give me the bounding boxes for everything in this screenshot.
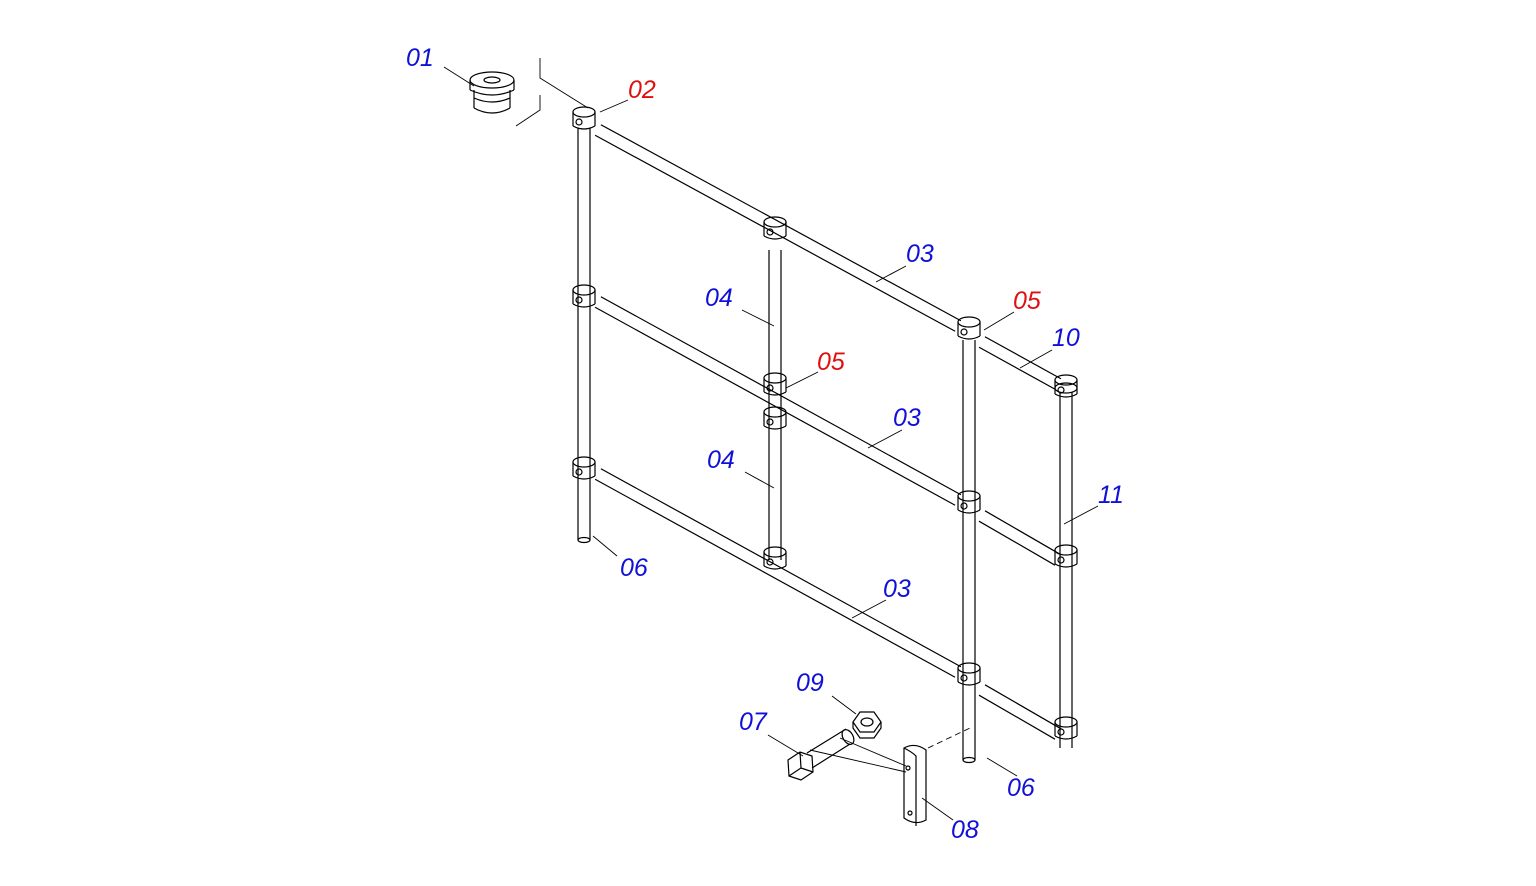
- clamp-middle-bottom-top: [763, 546, 787, 558]
- clamp-middle-lower-bolt: [766, 418, 774, 426]
- label-03-bottom: 03: [883, 575, 911, 603]
- label-10: 10: [1052, 324, 1080, 352]
- clamp-left-middle-body: [572, 290, 596, 304]
- clamp-end-bottom-body: [1054, 722, 1078, 736]
- clamp-right-top-body: [957, 322, 981, 336]
- label-11: 11: [1098, 481, 1124, 509]
- clamp-end-cap: [1054, 382, 1078, 394]
- bracket-part: [903, 744, 927, 826]
- clamp-middle-center-body: [763, 378, 787, 392]
- clamp-middle-top-bottom: [763, 235, 787, 240]
- clamp-left-bottom-body: [572, 462, 596, 476]
- rail-bottom: [594, 468, 962, 678]
- end-cap-part: [469, 71, 515, 114]
- assembly-guide: [809, 737, 907, 773]
- label-02: 02: [628, 76, 656, 104]
- clamp-middle-top-bolt: [766, 228, 774, 236]
- rail-top: [594, 124, 962, 332]
- clamp-end-middle-bolt: [1057, 556, 1065, 564]
- clamp-right-bottom-top: [957, 662, 981, 674]
- clamp-left-middle-bolt: [575, 296, 583, 304]
- label-03-top: 03: [906, 240, 934, 268]
- rail-bottom-return: [978, 684, 1062, 740]
- post-left-foot: [577, 536, 591, 544]
- clamp-right-top-bolt: [960, 328, 968, 336]
- post-middle: [768, 250, 782, 560]
- label-09: 09: [796, 669, 824, 697]
- break-line: [515, 58, 589, 127]
- post-left: [577, 128, 591, 540]
- clamp-middle-bottom-bolt: [766, 558, 774, 566]
- label-05-top: 05: [1013, 287, 1041, 315]
- clamp-right-bottom-bottom: [957, 681, 981, 686]
- clamp-middle-top-body: [763, 222, 787, 236]
- clamp-corner-top-left-top: [572, 106, 596, 118]
- clamp-middle-bottom-body: [763, 552, 787, 566]
- clamp-middle-bottom-bottom: [763, 565, 787, 570]
- bolt-part: [787, 728, 855, 781]
- clamp-end-bottom-bolt: [1057, 728, 1065, 736]
- clamp-corner-top-left-bottom: [572, 125, 596, 130]
- nut-part: [852, 711, 882, 739]
- clamp-middle-center-top: [763, 372, 787, 384]
- label-03-middle: 03: [893, 404, 921, 432]
- label-07: 07: [739, 708, 768, 736]
- clamp-left-middle-bottom: [572, 303, 596, 308]
- clamp-right-middle-top: [957, 490, 981, 502]
- clamp-right-top-bottom: [957, 335, 981, 340]
- post-right-foot: [962, 756, 976, 764]
- clamp-end-middle-bottom: [1054, 563, 1078, 568]
- clamp-right-bottom-bolt: [960, 674, 968, 682]
- clamp-middle-lower-body: [763, 412, 787, 426]
- label-08: 08: [951, 816, 979, 844]
- clamp-right-middle-bottom: [957, 509, 981, 514]
- leader-lines: [443, 66, 1099, 821]
- post-right: [962, 340, 976, 760]
- label-04-upper: 04: [705, 284, 733, 312]
- label-06-right: 06: [1007, 774, 1035, 802]
- label-05-middle: 05: [817, 348, 845, 376]
- clamp-right-top-top: [957, 316, 981, 328]
- clamp-left-bottom-bottom: [572, 475, 596, 480]
- clamp-corner-top-left-body: [572, 112, 596, 126]
- post-end: [1059, 392, 1073, 748]
- railing-fittings: [572, 106, 1078, 740]
- clamp-middle-center-bottom: [763, 391, 787, 396]
- clamp-middle-top-top: [763, 216, 787, 228]
- clamp-end-bottom-bottom: [1054, 735, 1078, 740]
- clamp-middle-lower-bottom: [763, 425, 787, 430]
- label-04-lower: 04: [707, 446, 735, 474]
- clamp-left-middle-top: [572, 284, 596, 296]
- clamp-end-bottom-top: [1054, 716, 1078, 728]
- rail-middle-return: [978, 510, 1062, 566]
- clamp-middle-lower-top: [763, 406, 787, 418]
- assembly-axis: [927, 727, 971, 749]
- clamp-end-top-bottom: [1054, 393, 1078, 398]
- label-06-left: 06: [620, 554, 648, 582]
- clamp-middle-center-bolt: [766, 384, 774, 392]
- clamp-left-bottom-top: [572, 456, 596, 468]
- rail-middle: [594, 296, 962, 506]
- rail-top-return: [978, 336, 1062, 390]
- clamp-right-bottom-body: [957, 668, 981, 682]
- clamp-right-middle-bolt: [960, 502, 968, 510]
- label-01: 01: [406, 44, 434, 72]
- railing-pipes: [577, 124, 1073, 764]
- clamp-right-middle-body: [957, 496, 981, 510]
- clamp-end-middle-body: [1054, 550, 1078, 564]
- clamp-corner-top-left-bolt: [575, 118, 583, 126]
- clamp-end-middle-top: [1054, 544, 1078, 556]
- clamp-left-bottom-bolt: [575, 468, 583, 476]
